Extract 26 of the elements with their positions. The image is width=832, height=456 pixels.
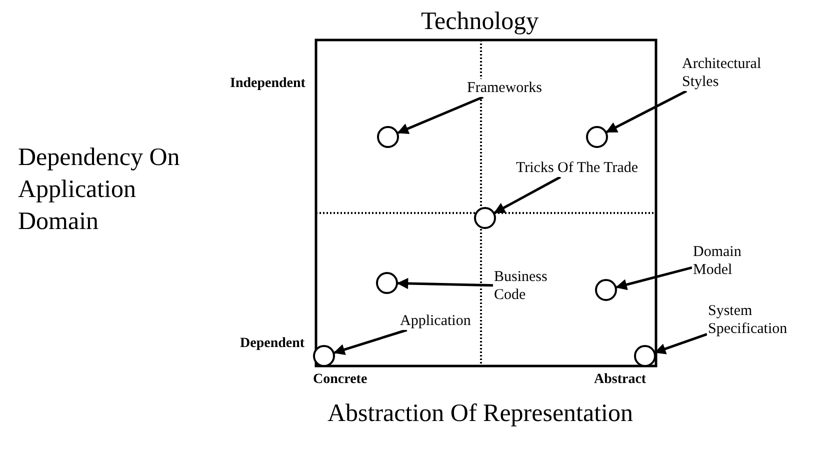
axis-title: Abstraction Of Representation [328, 399, 633, 429]
callout-label: Application [399, 312, 472, 330]
arrow [606, 90, 688, 134]
callout-label: System Specification [707, 302, 788, 338]
point-circle [595, 279, 617, 301]
axis-end-label: Abstract [594, 372, 646, 388]
axis-end-label: Dependent [240, 336, 305, 352]
point-circle [474, 207, 496, 229]
point-circle [313, 345, 335, 367]
arrow [494, 176, 562, 214]
arrow [616, 266, 692, 290]
axis-title: Technology [421, 7, 539, 37]
point-circle [586, 126, 608, 148]
arrow [397, 96, 484, 134]
callout-label: Frameworks [466, 79, 543, 97]
callout-label: Architectural Styles [681, 55, 762, 91]
point-circle [634, 345, 656, 367]
arrow [396, 278, 494, 290]
point-circle [376, 272, 398, 294]
callout-label: Tricks Of The Trade [515, 159, 640, 177]
axis-end-label: Concrete [313, 372, 368, 388]
axis-end-label: Independent [230, 76, 306, 92]
arrow [654, 333, 708, 354]
point-circle [377, 126, 399, 148]
arrow [333, 328, 408, 356]
axis-title: Dependency On Application Domain [18, 143, 181, 237]
